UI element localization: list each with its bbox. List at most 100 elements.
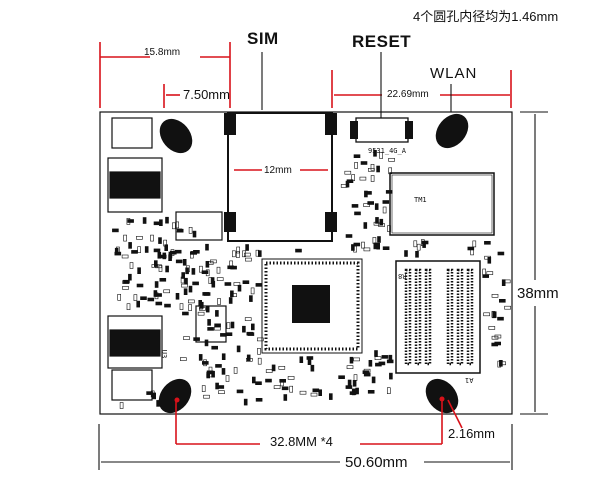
smd-part xyxy=(347,379,352,387)
smd-part xyxy=(205,243,209,251)
smd-part xyxy=(344,170,352,175)
smd-part xyxy=(283,394,288,401)
smd-part xyxy=(295,248,302,253)
smd-part xyxy=(257,357,262,365)
smd-part xyxy=(360,161,368,165)
smd-part xyxy=(353,154,361,158)
smd-part xyxy=(487,256,492,264)
smd-part xyxy=(421,240,429,245)
smd-part xyxy=(242,250,246,258)
main-soc xyxy=(261,258,363,354)
smd-part xyxy=(374,356,382,361)
smd-part xyxy=(150,234,154,242)
smd-part xyxy=(353,245,357,253)
smd-part xyxy=(140,296,147,301)
smd-part xyxy=(237,284,242,292)
smd-part xyxy=(349,391,357,395)
smd-part xyxy=(499,359,503,367)
smd-part xyxy=(215,310,219,317)
smd-part xyxy=(416,243,421,251)
smd-part xyxy=(371,376,376,384)
smd-part xyxy=(172,222,176,230)
smd-part xyxy=(470,248,474,256)
smd-part xyxy=(265,378,272,383)
smd-part xyxy=(482,268,487,276)
smd-part xyxy=(180,357,187,361)
smd-part xyxy=(367,389,375,394)
smd-part xyxy=(204,339,209,347)
dim-32-8: 32.8MM *4 xyxy=(270,434,333,449)
smd-part xyxy=(128,273,132,281)
smd-part xyxy=(246,331,254,336)
mounting-holes xyxy=(158,113,469,414)
smd-part xyxy=(144,246,149,253)
smd-part xyxy=(136,283,144,288)
smd-part xyxy=(182,258,187,266)
smd-part xyxy=(154,292,159,300)
smd-part xyxy=(193,337,200,341)
smd-part xyxy=(279,378,287,383)
smd-part xyxy=(377,236,381,243)
smd-part xyxy=(197,311,205,316)
left-components xyxy=(107,117,227,401)
smd-part xyxy=(192,230,197,238)
smd-part xyxy=(151,264,159,268)
smd-part xyxy=(216,277,224,281)
sim-card-holder xyxy=(224,112,337,242)
smd-part xyxy=(372,237,377,244)
smd-part xyxy=(354,211,361,216)
smd-part xyxy=(217,298,221,305)
smd-part xyxy=(345,234,353,238)
smd-part xyxy=(182,311,189,316)
smd-part xyxy=(252,376,256,384)
smd-part xyxy=(379,152,383,159)
smd-part xyxy=(137,246,141,253)
smd-part xyxy=(310,392,318,397)
smd-part xyxy=(415,251,419,258)
smd-part xyxy=(211,370,215,378)
smd-part xyxy=(363,368,371,373)
smd-part xyxy=(165,216,169,224)
smd-part xyxy=(137,267,141,275)
smd-part xyxy=(382,246,390,250)
smd-part xyxy=(220,333,227,337)
smd-part xyxy=(363,203,370,207)
smd-part xyxy=(346,365,354,370)
smd-part xyxy=(340,184,348,188)
smd-part xyxy=(236,345,241,353)
smd-part xyxy=(225,332,233,337)
smd-part xyxy=(265,369,273,373)
smd-part xyxy=(373,221,381,226)
silk-r8: R8 xyxy=(398,272,407,280)
smd-part xyxy=(352,379,357,387)
smd-part xyxy=(353,357,360,362)
smd-part xyxy=(175,228,183,233)
smd-part xyxy=(230,321,235,329)
smd-part xyxy=(199,265,203,273)
smd-part xyxy=(233,282,241,286)
smd-part xyxy=(256,337,264,342)
smd-part xyxy=(225,375,230,382)
smd-part xyxy=(491,335,499,340)
smd-part xyxy=(351,204,359,208)
smd-part xyxy=(201,270,209,275)
smd-part xyxy=(164,303,171,308)
smd-part xyxy=(216,266,221,274)
smd-part xyxy=(136,300,140,308)
smd-part xyxy=(146,391,153,395)
smd-part xyxy=(361,241,365,249)
smd-part xyxy=(153,221,161,226)
smd-part xyxy=(488,326,496,330)
smd-part xyxy=(353,374,358,381)
smd-part xyxy=(368,359,373,367)
smd-part xyxy=(255,283,263,287)
smd-part xyxy=(158,265,163,272)
smd-part xyxy=(122,286,129,290)
smd-part xyxy=(376,242,381,250)
smd-part xyxy=(164,244,168,251)
smd-part xyxy=(175,221,179,229)
dim-38: 38mm xyxy=(517,285,559,302)
smd-part xyxy=(483,312,490,317)
smd-part xyxy=(236,251,240,258)
